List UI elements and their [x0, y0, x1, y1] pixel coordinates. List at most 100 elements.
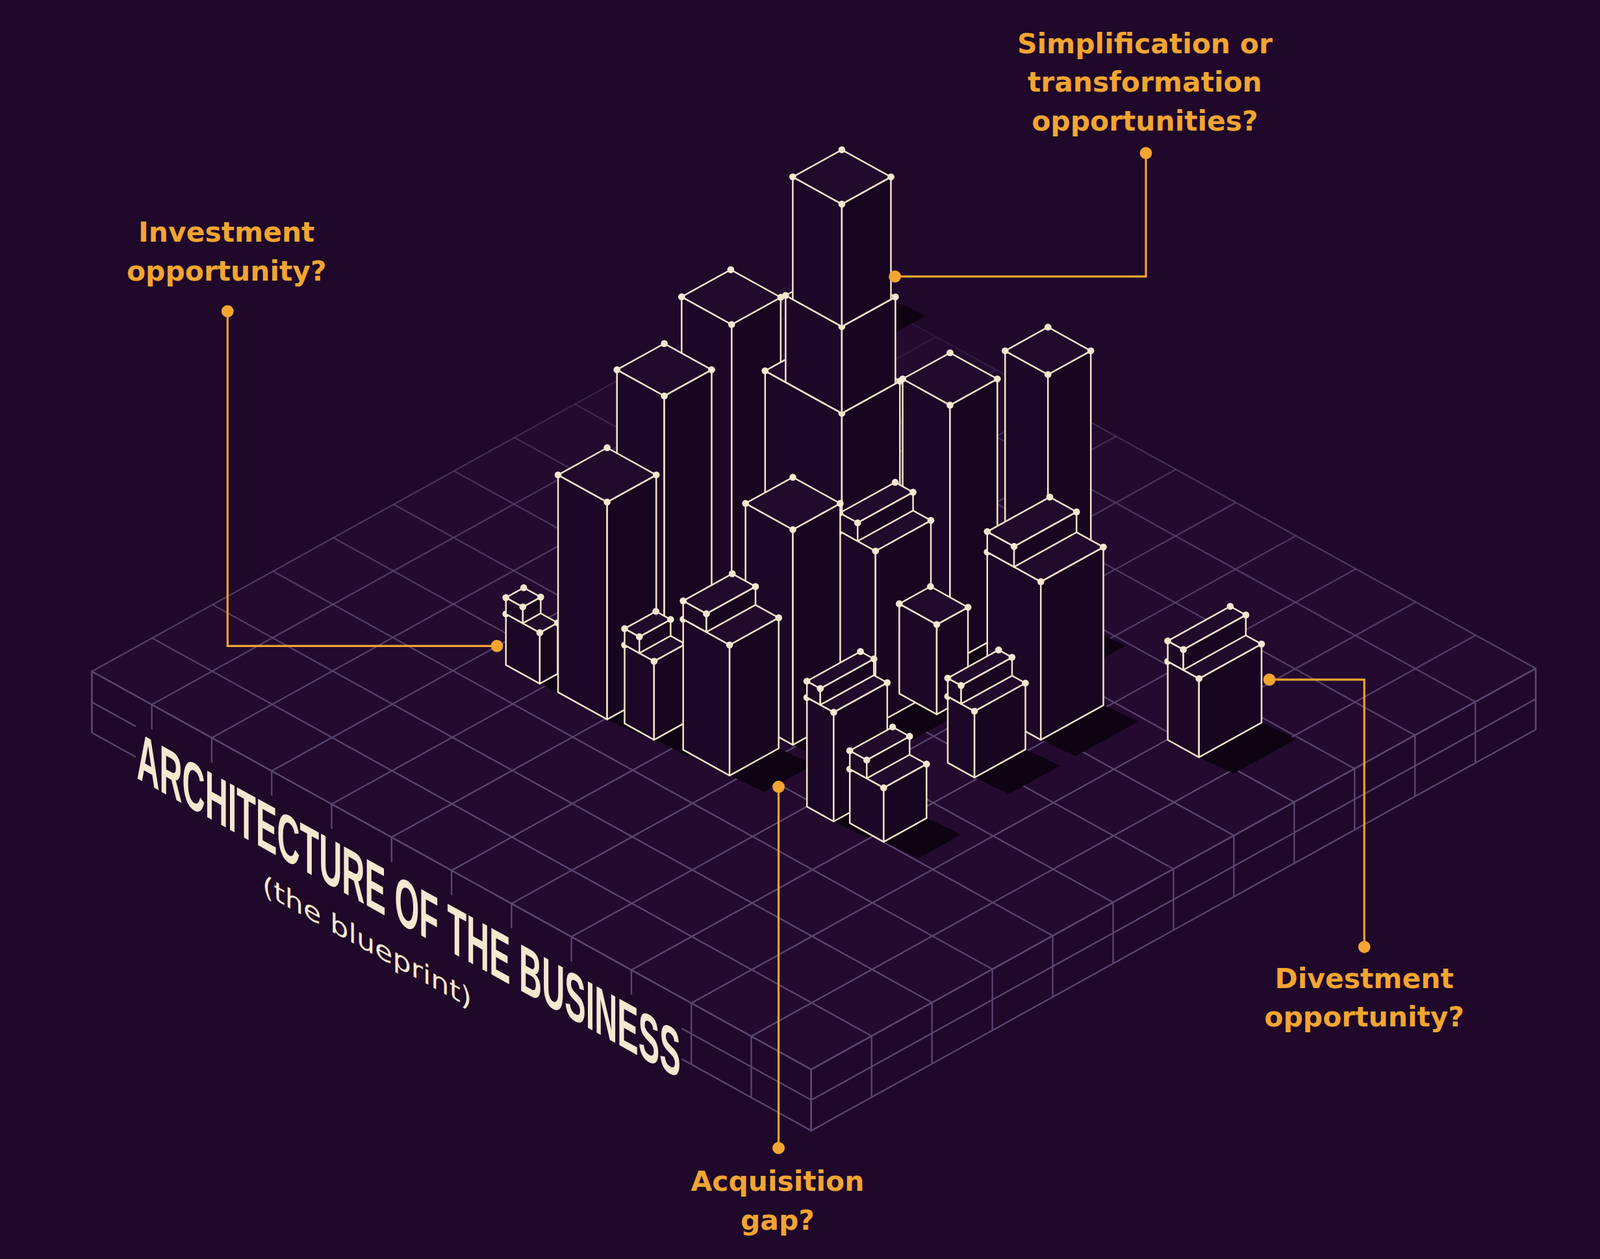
vertex-dot: [803, 677, 811, 685]
vertex-dot: [923, 760, 931, 768]
vertex-dot: [995, 646, 1003, 654]
vertex-dot: [702, 609, 711, 618]
building-roof: [558, 447, 657, 503]
callout-label: Acquisition gap?: [660, 1162, 895, 1240]
vertex-dot: [537, 593, 545, 601]
vertex-dot: [946, 401, 954, 409]
vertex-dot: [1258, 640, 1266, 648]
leader-dot: [772, 1142, 785, 1155]
vertex-dot: [1195, 674, 1203, 683]
vertex-dot: [1044, 323, 1052, 331]
vertex-dot: [946, 349, 954, 357]
vertex-dot: [871, 547, 879, 555]
leader-dot: [1263, 673, 1276, 686]
vertex-dot: [909, 488, 917, 496]
vertex-dot: [728, 320, 736, 329]
vertex-dot: [891, 293, 900, 301]
vertex-dot: [1099, 543, 1107, 551]
vertex-dot: [883, 678, 891, 686]
vertex-dot: [891, 478, 900, 486]
vertex-dot: [726, 641, 734, 649]
building-roof: [683, 573, 756, 614]
vertex-dot: [502, 594, 510, 602]
vertex-dot: [993, 375, 1002, 383]
vertex-dot: [1021, 679, 1029, 687]
vertex-dot: [944, 674, 952, 682]
callout-label: Divestment opportunity?: [1211, 959, 1518, 1037]
building-roof: [839, 482, 914, 523]
vertex-dot: [520, 584, 528, 592]
callout-label: Investment opportunity?: [73, 213, 380, 291]
vertex-dot: [652, 608, 660, 616]
vertex-dot: [789, 173, 797, 181]
buildings: [502, 146, 1265, 842]
building-roof: [617, 343, 712, 397]
vertex-dot: [1001, 347, 1009, 355]
building-roof: [899, 586, 968, 625]
leader-line: [777, 786, 780, 1148]
grid-line: [454, 470, 1174, 870]
vertex-dot: [933, 621, 941, 629]
vertex-dot: [1010, 543, 1018, 551]
vertex-dot: [727, 266, 735, 274]
vertex-dot: [1242, 611, 1250, 619]
leader-line: [1269, 679, 1365, 948]
leader-dot: [772, 780, 785, 794]
vertex-dot: [650, 658, 659, 666]
vertex-dot: [1087, 347, 1095, 355]
vertex-dot: [603, 444, 611, 452]
grid-line: [91, 270, 816, 672]
vertex-dot: [816, 685, 824, 693]
grid-line: [451, 469, 1176, 871]
vertex-dot: [1008, 653, 1016, 661]
vertex-dot: [1037, 578, 1045, 586]
callout-label: Simplification or transformation opportu…: [971, 24, 1319, 141]
vertex-dot: [761, 367, 769, 375]
vertex-dot: [887, 173, 895, 181]
vertex-dot: [1046, 493, 1054, 501]
vertex-dot: [752, 583, 760, 591]
vertex-dot: [652, 471, 661, 479]
vertex-dot: [1179, 646, 1187, 654]
vertex-dot: [880, 784, 888, 792]
vertex-dot: [971, 708, 979, 716]
building-roof: [849, 726, 910, 761]
platform-top: [91, 270, 1536, 1070]
vertex-dot: [613, 366, 621, 374]
vertex-dot: [927, 517, 935, 525]
vertex-dot: [1164, 637, 1172, 645]
leader-dot: [221, 305, 234, 318]
building-roof: [624, 611, 671, 637]
building-roof: [792, 150, 891, 205]
vertex-dot: [667, 615, 675, 623]
side-grid-line: [811, 698, 1536, 1100]
vertex-dot: [964, 603, 972, 611]
vertex-dot: [906, 732, 914, 740]
leader-dot: [1358, 940, 1371, 953]
vertex-dot: [708, 366, 716, 374]
vertex-dot: [863, 756, 871, 764]
building-shadows: [539, 299, 1296, 859]
building-roof: [902, 352, 998, 406]
vertex-dot: [536, 629, 544, 637]
vertex-dot: [554, 471, 562, 479]
building-roof: [1168, 606, 1246, 649]
vertex-dot: [895, 600, 903, 608]
vertex-dot: [603, 498, 611, 506]
grid-line: [514, 437, 1234, 836]
building-roof: [1004, 326, 1091, 375]
building-roof: [806, 651, 874, 689]
vertex-dot: [957, 682, 965, 690]
vertex-dot: [782, 291, 790, 299]
vertex-dot: [926, 582, 935, 590]
vertex-dot: [830, 708, 838, 716]
vertex-dot: [789, 473, 797, 481]
vertex-dot: [789, 526, 797, 534]
vertex-dot: [856, 648, 864, 656]
vertex-dot: [774, 614, 783, 622]
leader-lines: [221, 146, 1371, 1154]
building-roof: [987, 496, 1077, 547]
vertex-dot: [679, 597, 687, 605]
